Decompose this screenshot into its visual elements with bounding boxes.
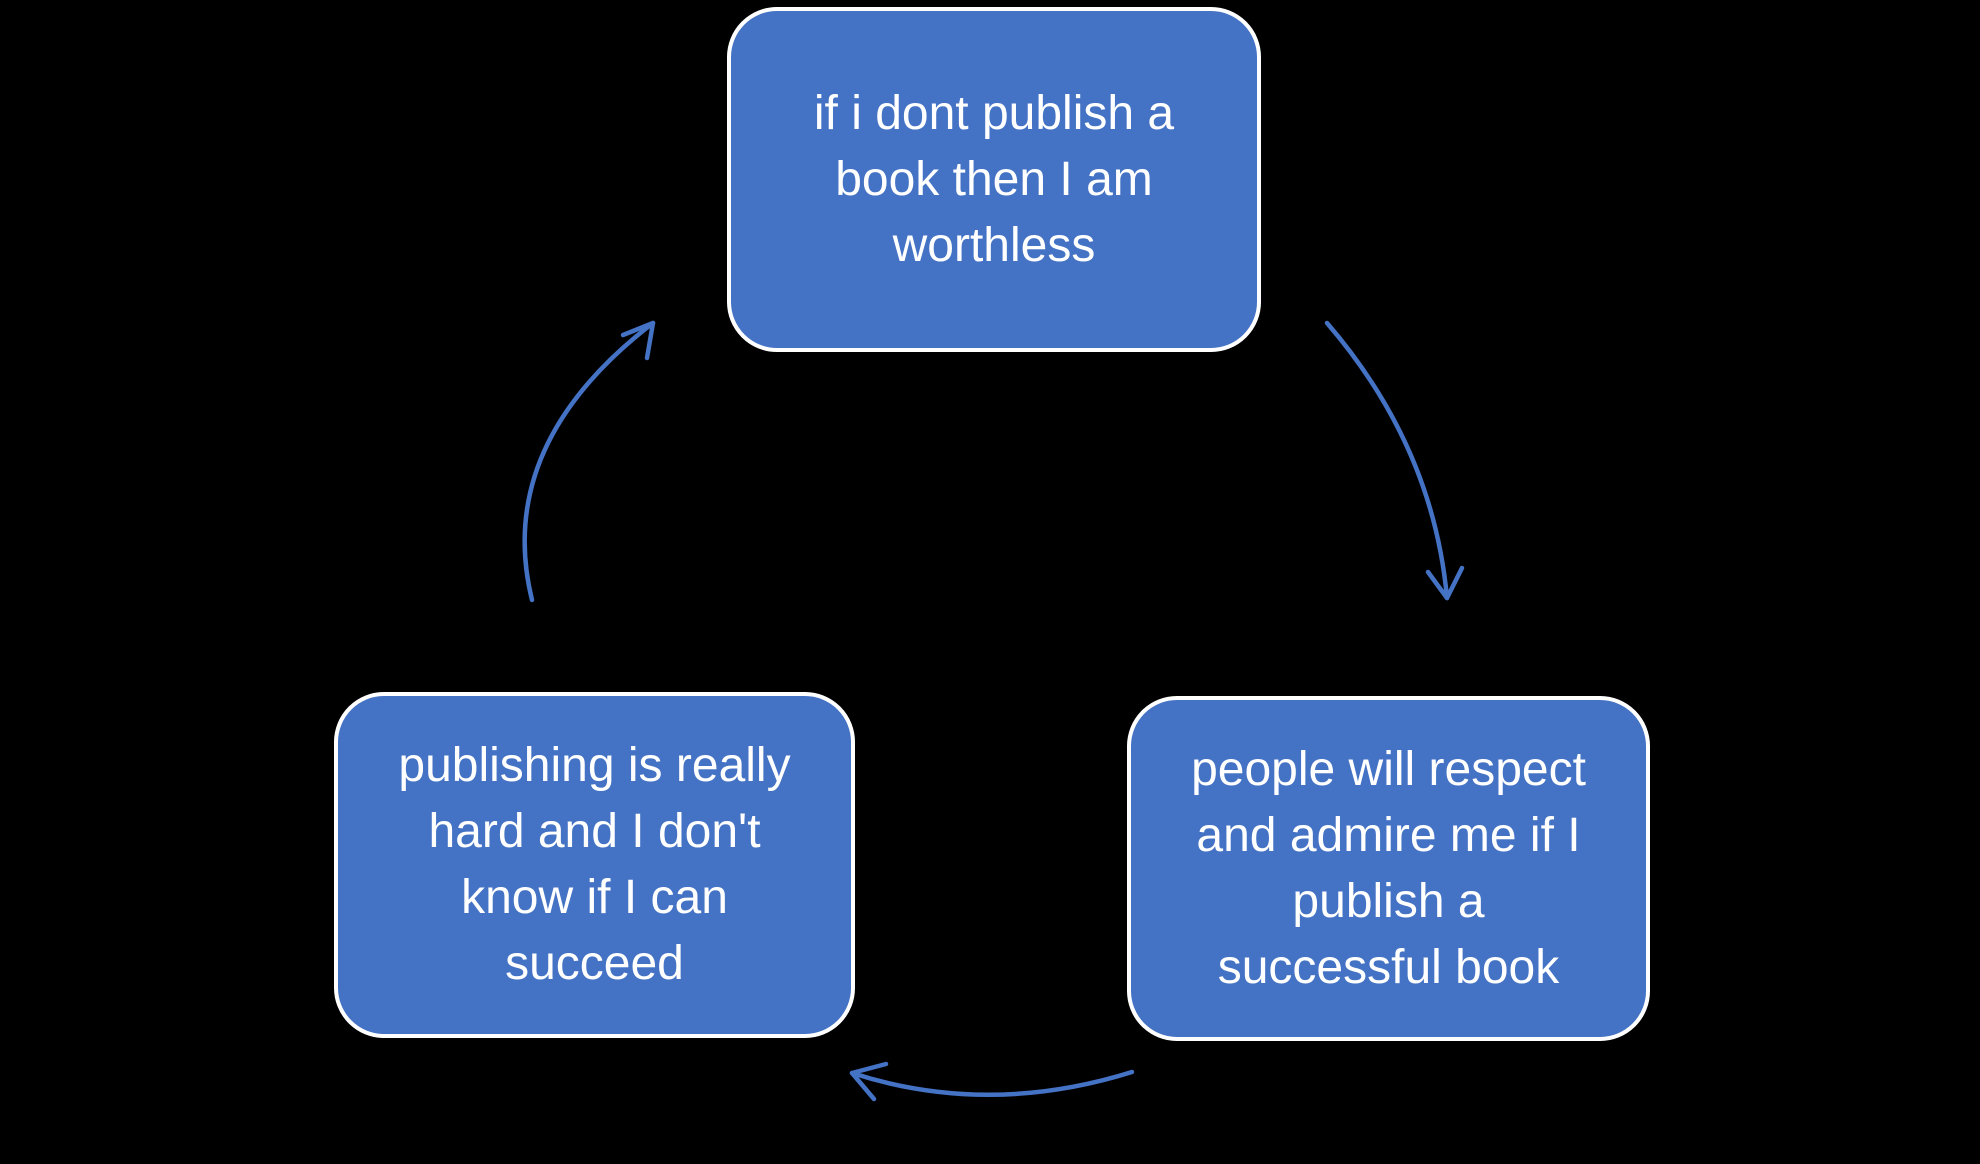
arrow-right-to-left-curve <box>849 1069 1135 1097</box>
arrow-left-to-top-curve <box>522 320 656 603</box>
arrow-left-to-top-head <box>620 320 656 361</box>
arrow-top-to-right-head <box>1425 565 1465 601</box>
node-belief-publishing-hard: publishing is really hard and I don't kn… <box>334 692 855 1038</box>
arrow-left-to-top <box>522 320 656 603</box>
arrow-right-to-left-head <box>849 1061 889 1102</box>
arrow-top-to-right <box>1324 320 1465 601</box>
node-belief-respect: people will respect and admire me if I p… <box>1127 696 1650 1041</box>
arrow-top-to-right-curve <box>1324 320 1450 601</box>
arrow-right-to-left <box>849 1061 1135 1102</box>
node-belief-worthless: if i dont publish a book then I am worth… <box>727 7 1261 352</box>
